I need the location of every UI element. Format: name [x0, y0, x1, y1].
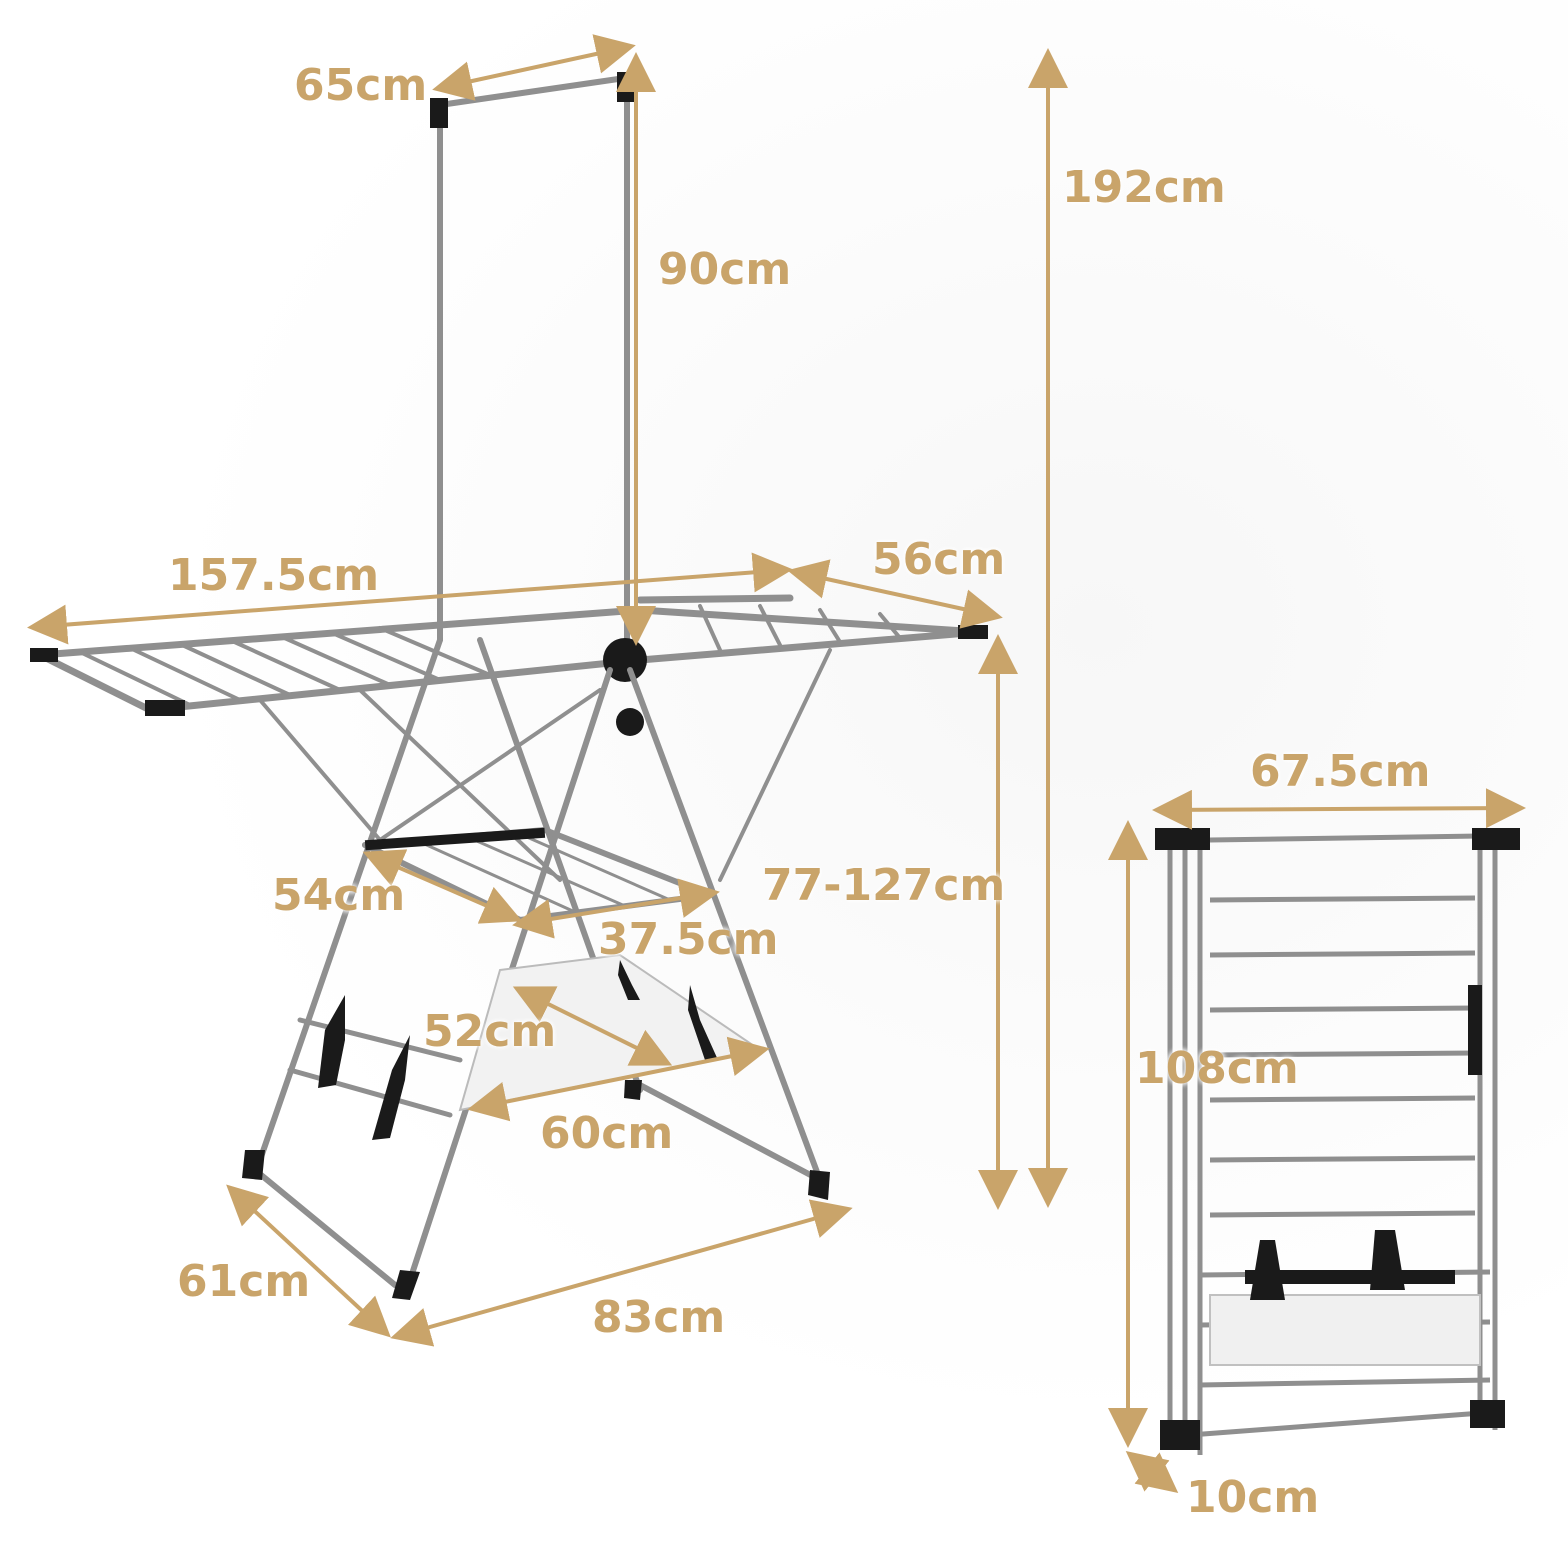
label-shelf-depth: 37.5cm [598, 914, 779, 965]
label-folded-thickness: 10cm [1186, 1472, 1320, 1523]
label-folded-width: 67.5cm [1250, 746, 1431, 797]
label-rack-height: 77-127cm [762, 860, 1006, 911]
label-mesh-depth: 52cm [423, 1006, 557, 1057]
folded-rack [1155, 828, 1520, 1455]
label-folded-height: 108cm [1135, 1043, 1299, 1094]
arrow-depth [787, 559, 1003, 629]
dimension-arrows [27, 34, 1526, 1493]
arrow-shelf-width [362, 849, 523, 924]
unfolded-rack [30, 72, 988, 1300]
label-wing-span: 157.5cm [168, 550, 380, 601]
arrow-base-depth [226, 1184, 391, 1338]
label-pole-height: 90cm [658, 244, 792, 295]
label-total-height: 192cm [1062, 162, 1226, 213]
arrow-folded-thickness [1125, 1451, 1179, 1493]
arrow-top-width [432, 34, 636, 101]
label-base-width: 83cm [592, 1292, 726, 1343]
arrow-shelf-depth [512, 878, 720, 939]
arrow-mesh-width [467, 1036, 770, 1122]
arrow-folded-width [1152, 788, 1526, 830]
label-mesh-width: 60cm [540, 1108, 674, 1159]
label-base-depth: 61cm [177, 1256, 311, 1307]
arrow-wing-span [27, 552, 793, 645]
label-shelf-width: 54cm [272, 870, 406, 921]
label-top-width: 65cm [294, 60, 428, 111]
label-depth: 56cm [872, 534, 1006, 585]
arrow-base-width [390, 1199, 853, 1347]
